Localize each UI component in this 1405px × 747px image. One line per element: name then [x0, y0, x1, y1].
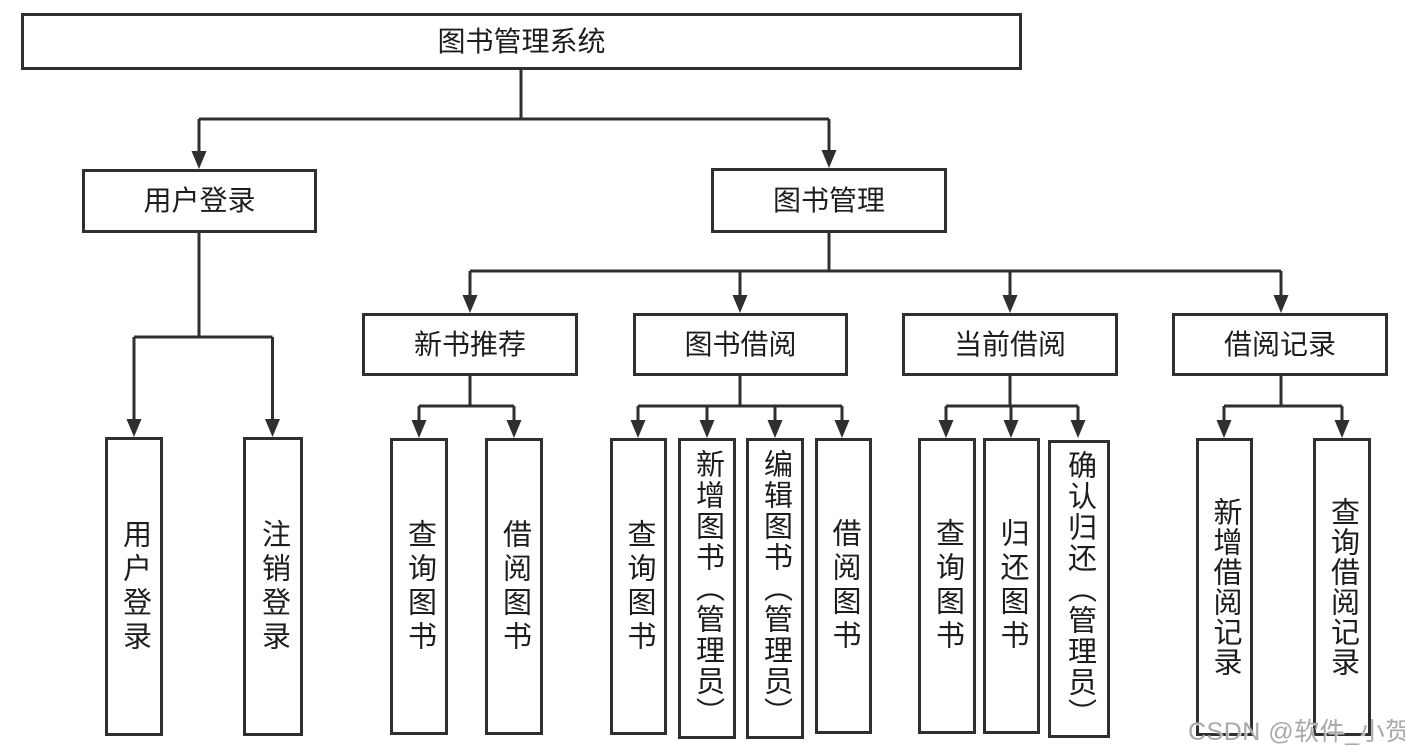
leaf-label: 借阅图书 [498, 518, 531, 655]
node-label: 借阅记录 [1223, 328, 1336, 360]
leaf-borrow-borrow-books: 借阅图书 [815, 438, 872, 734]
arrowhead [411, 420, 427, 438]
leaf-label: 确认归还（管理员） [1063, 449, 1096, 729]
arrowhead [630, 420, 646, 438]
leaf-label: 借阅图书 [828, 518, 860, 654]
arrowhead [1334, 420, 1350, 438]
node-label: 当前借阅 [953, 328, 1066, 360]
arrowhead [938, 420, 954, 438]
leaf-borrow-query-books: 查询图书 [610, 438, 667, 735]
connector-root-to-branches [197, 70, 831, 152]
leaf-label: 查询借阅记录 [1326, 497, 1359, 677]
arrowhead [732, 295, 748, 313]
arrowhead [265, 419, 280, 437]
arrowhead [821, 150, 837, 168]
node-book-management: 图书管理 [711, 168, 947, 233]
leaf-label: 查询图书 [403, 518, 436, 655]
arrowhead [767, 420, 783, 438]
node-borrow-records: 借阅记录 [1172, 313, 1388, 376]
node-library-management-system: 图书管理系统 [21, 13, 1022, 70]
leaf-label: 归还图书 [996, 518, 1028, 654]
leaf-label: 编辑图书（管理员） [759, 449, 792, 728]
arrowhead [699, 420, 715, 438]
node-current-borrow: 当前借阅 [902, 313, 1118, 376]
connector-book-management-to-modules [468, 233, 1283, 296]
leaf-label: 新增图书（管理员） [691, 449, 724, 728]
arrowhead [1070, 420, 1086, 438]
leaf-label: 新增借阅记录 [1209, 497, 1241, 677]
leaf-logout: 注销登录 [243, 437, 303, 736]
arrowhead [191, 151, 207, 169]
node-label: 图书管理 [772, 184, 885, 216]
leaf-query-borrow-record: 查询借阅记录 [1313, 438, 1371, 736]
arrowhead [834, 420, 850, 438]
leaf-label: 注销登录 [257, 518, 290, 655]
arrowhead [126, 419, 142, 437]
leaf-confirm-return-admin: 确认归还（管理员） [1048, 440, 1110, 738]
connector-current-borrow-to-leaves [944, 376, 1080, 421]
leaf-user-login: 用户登录 [105, 437, 163, 736]
arrowhead [462, 295, 478, 313]
connector-new-book-to-leaves [417, 376, 516, 421]
node-label: 新书推荐 [413, 328, 526, 360]
leaf-label: 查询图书 [931, 518, 964, 654]
node-label: 图书借阅 [684, 328, 797, 360]
leaf-current-query-books: 查询图书 [918, 438, 976, 734]
arrowhead [1002, 295, 1018, 313]
arrowhead [1273, 295, 1289, 313]
node-book-borrow: 图书借阅 [633, 313, 848, 376]
connector-user-login-to-leaves [132, 233, 274, 420]
node-user-login: 用户登录 [82, 169, 317, 233]
connector-book-borrow-to-leaves [636, 376, 844, 421]
arrowhead [1216, 420, 1232, 438]
leaf-edit-book-admin: 编辑图书（管理员） [746, 438, 804, 739]
arrowheads [126, 150, 1350, 438]
arrowhead [1003, 420, 1019, 438]
leaf-label: 查询图书 [623, 518, 655, 655]
connector-borrow-records-to-leaves [1222, 376, 1344, 421]
arrowhead [506, 420, 522, 438]
leaf-add-book-admin: 新增图书（管理员） [678, 438, 736, 739]
node-label: 图书管理系统 [437, 25, 606, 57]
csdn-watermark: CSDN @软件_小贺同学 [1188, 718, 1405, 746]
leaf-label: 用户登录 [118, 518, 151, 655]
node-label: 用户登录 [143, 185, 256, 216]
node-new-book-recommend: 新书推荐 [362, 313, 578, 376]
leaf-return-book: 归还图书 [983, 438, 1040, 734]
leaf-add-borrow-record: 新增借阅记录 [1196, 438, 1253, 736]
leaf-newbook-borrow-books: 借阅图书 [485, 438, 543, 735]
leaf-newbook-query-books: 查询图书 [390, 438, 448, 735]
